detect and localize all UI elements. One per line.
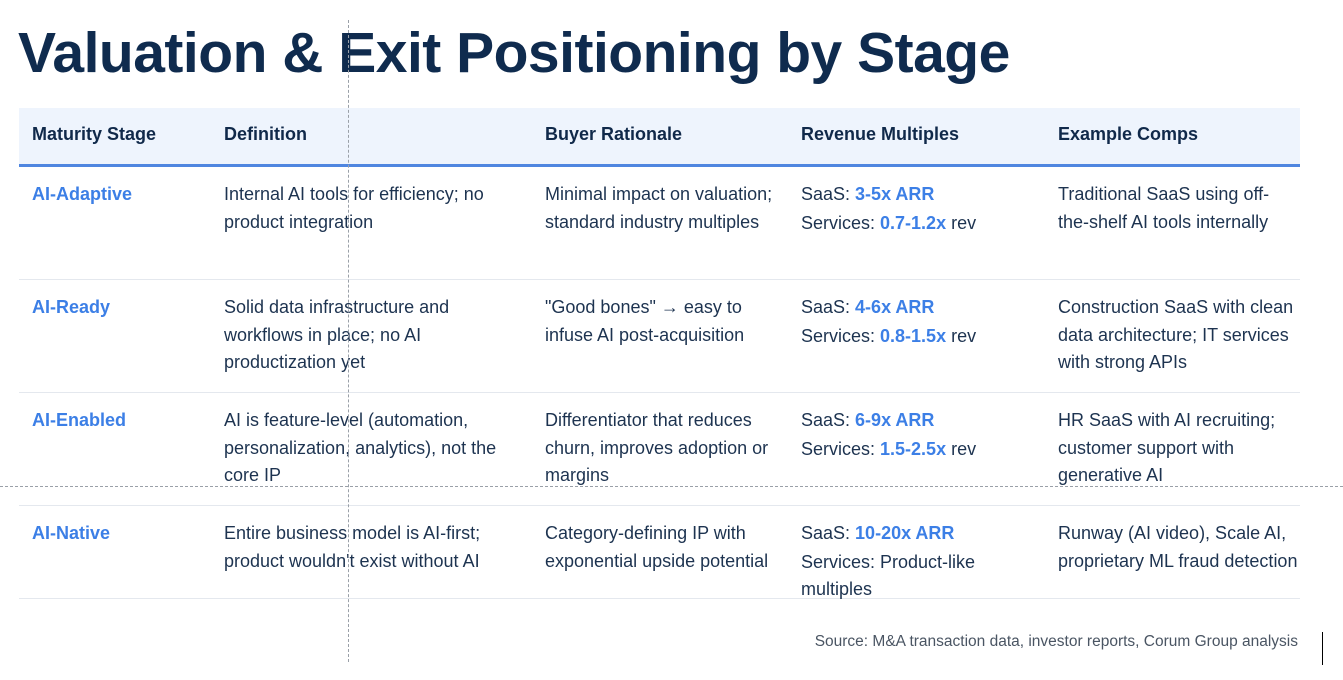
services-value: 0.7-1.2x [880, 212, 947, 233]
definition: Entire business model is AI-first; produ… [224, 523, 481, 571]
vertical-guide-line [348, 20, 349, 662]
services-multiple: Services: 1.5-2.5x rev [801, 436, 1041, 464]
saas-value: 4-6x ARR [855, 297, 935, 317]
table-row: AI-Native Entire business model is AI-fi… [19, 506, 1300, 599]
header-buyer-rationale: Buyer Rationale [545, 124, 683, 144]
services-suffix: rev [946, 325, 977, 346]
stage-name: AI-Enabled [32, 410, 127, 430]
saas-value: 6-9x ARR [855, 410, 935, 430]
saas-multiple: SaaS: 3-5x ARR [801, 181, 1041, 209]
horizontal-guide-line [0, 486, 1343, 487]
buyer-rationale: Minimal impact on valuation; standard in… [545, 184, 773, 232]
revenue-multiples: SaaS: 10-20x ARR Services: Product-like … [801, 520, 1041, 604]
header-revenue-multiples: Revenue Multiples [801, 124, 960, 144]
services-value: 0.8-1.5x [880, 325, 947, 346]
text-cursor [1322, 632, 1323, 665]
example-comps: Traditional SaaS using off-the-shelf AI … [1058, 184, 1270, 232]
definition: Solid data infrastructure and workflows … [224, 297, 450, 372]
saas-multiple: SaaS: 6-9x ARR [801, 407, 1041, 435]
saas-value: 3-5x ARR [855, 184, 935, 204]
example-comps: Construction SaaS with clean data archit… [1058, 297, 1294, 372]
table-row: AI-Ready Solid data infrastructure and w… [19, 280, 1300, 393]
saas-multiple: SaaS: 10-20x ARR [801, 520, 1041, 548]
services-value: 1.5-2.5x [880, 438, 947, 459]
table-header: Maturity Stage Definition Buyer Rational… [19, 108, 1300, 167]
header-maturity-stage: Maturity Stage [32, 124, 157, 144]
example-comps: HR SaaS with AI recruiting; customer sup… [1058, 410, 1276, 485]
page-title: Valuation & Exit Positioning by Stage [18, 21, 1010, 85]
definition: Internal AI tools for efficiency; no pro… [224, 184, 484, 232]
services-suffix: rev [946, 438, 977, 459]
header-definition: Definition [224, 124, 307, 144]
saas-label: SaaS: [801, 523, 856, 543]
saas-label: SaaS: [801, 410, 856, 430]
services-label: Services: [801, 212, 881, 233]
services-label: Services: [801, 325, 881, 346]
saas-value: 10-20x ARR [855, 523, 955, 543]
revenue-multiples: SaaS: 4-6x ARR Services: 0.8-1.5x rev [801, 294, 1041, 350]
services-suffix: rev [946, 212, 977, 233]
services-multiple: Services: 0.7-1.2x rev [801, 210, 1041, 238]
revenue-multiples: SaaS: 3-5x ARR Services: 0.7-1.2x rev [801, 181, 1041, 237]
services-multiple: Services: 0.8-1.5x rev [801, 323, 1041, 351]
stage-name: AI-Adaptive [32, 184, 133, 204]
revenue-multiples: SaaS: 6-9x ARR Services: 1.5-2.5x rev [801, 407, 1041, 463]
buyer-rationale: "Good bones" → easy to infuse AI post-ac… [545, 297, 745, 345]
services-label: Services: [801, 438, 881, 459]
saas-multiple: SaaS: 4-6x ARR [801, 294, 1041, 322]
stage-name: AI-Ready [32, 297, 111, 317]
valuation-table: Maturity Stage Definition Buyer Rational… [19, 108, 1300, 599]
definition: AI is feature-level (automation, persona… [224, 410, 497, 485]
services-label: Services: Product-like multiples [801, 551, 976, 600]
example-comps: Runway (AI video), Scale AI, proprietary… [1058, 523, 1298, 571]
buyer-rationale: Category-defining IP with exponential up… [545, 523, 769, 571]
buyer-rationale: Differentiator that reduces churn, impro… [545, 410, 769, 485]
saas-label: SaaS: [801, 184, 856, 204]
saas-label: SaaS: [801, 297, 856, 317]
services-multiple: Services: Product-like multiples [801, 549, 1041, 604]
table-row: AI-Adaptive Internal AI tools for effici… [19, 167, 1300, 280]
table-row: AI-Enabled AI is feature-level (automati… [19, 393, 1300, 506]
source-note: Source: M&A transaction data, investor r… [814, 633, 1298, 650]
stage-name: AI-Native [32, 523, 111, 543]
header-example-comps: Example Comps [1058, 124, 1199, 144]
